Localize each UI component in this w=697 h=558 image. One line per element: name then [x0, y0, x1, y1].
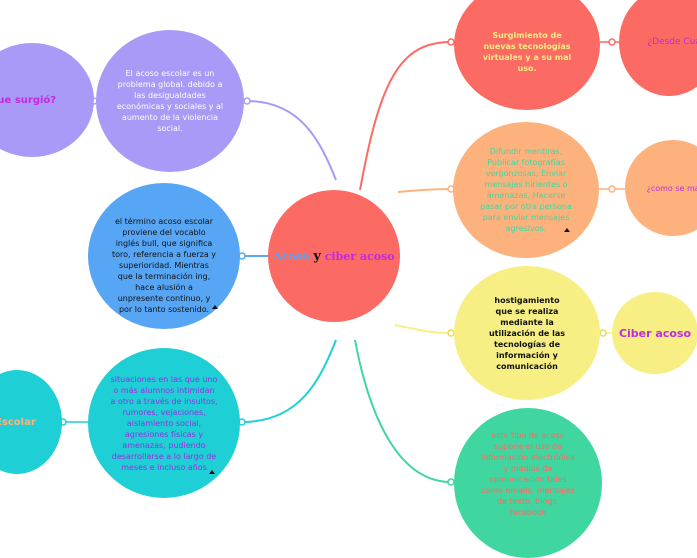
- link-purple: [246, 100, 337, 181]
- blue-note-marker: [212, 305, 218, 309]
- red-label: ¿Desde Cuando?: [647, 37, 697, 47]
- center-node[interactable]: Acoso y ciber acoso: [268, 190, 400, 322]
- link-node-purple: [243, 97, 251, 105]
- orange-text: Difundir mentiras, Publicar fotografías …: [480, 147, 572, 233]
- yellow-label: Ciber acoso: [618, 326, 692, 340]
- teal-note-marker: [209, 470, 215, 474]
- green-node[interactable]: este tipo de acoso supone el uso de info…: [454, 408, 602, 558]
- red-text: Surgimiento de nuevas tecnologías virtua…: [482, 31, 572, 73]
- link-yellow: [394, 324, 452, 334]
- yellow-label-node[interactable]: Ciber acoso: [612, 292, 697, 374]
- blue-text: el término acoso escolar proviene del vo…: [112, 216, 216, 314]
- center-title: Acoso y ciber acoso: [273, 249, 394, 264]
- center-word-y: y: [313, 248, 321, 264]
- teal-label: Acoso Escolar: [0, 416, 36, 428]
- link-teal: [241, 339, 337, 423]
- center-word-acoso: Acoso: [273, 249, 310, 263]
- blue-node[interactable]: el término acoso escolar proviene del vo…: [88, 183, 240, 329]
- purple-text: El acoso escolar es un problema global. …: [116, 69, 224, 133]
- orange-node[interactable]: Difundir mentiras, Publicar fotografías …: [453, 122, 599, 258]
- link-red: [359, 41, 452, 191]
- center-word-ciber: ciber acoso: [324, 249, 395, 263]
- teal-node[interactable]: situaciones en las que uno o más alumnos…: [88, 348, 240, 498]
- link-green: [354, 339, 452, 483]
- yellow-node[interactable]: hostigamiento que se realiza mediante la…: [454, 266, 600, 400]
- connector-lines: [59, 38, 625, 486]
- orange-label: ¿como se manifiesta?: [646, 183, 697, 193]
- yellow-text: hostigamiento que se realiza mediante la…: [488, 295, 566, 371]
- green-text: este tipo de acoso supone el uso de info…: [480, 431, 576, 517]
- orange-label-node[interactable]: ¿como se manifiesta?: [625, 140, 697, 236]
- purple-label: ¿De que surgió?: [0, 94, 57, 106]
- teal-text: situaciones en las que uno o más alumnos…: [110, 374, 218, 472]
- purple-node[interactable]: El acoso escolar es un problema global. …: [96, 30, 244, 172]
- red-node[interactable]: Surgimiento de nuevas tecnologías virtua…: [454, 0, 600, 110]
- link-orange: [397, 188, 452, 193]
- orange-note-marker: [564, 228, 570, 232]
